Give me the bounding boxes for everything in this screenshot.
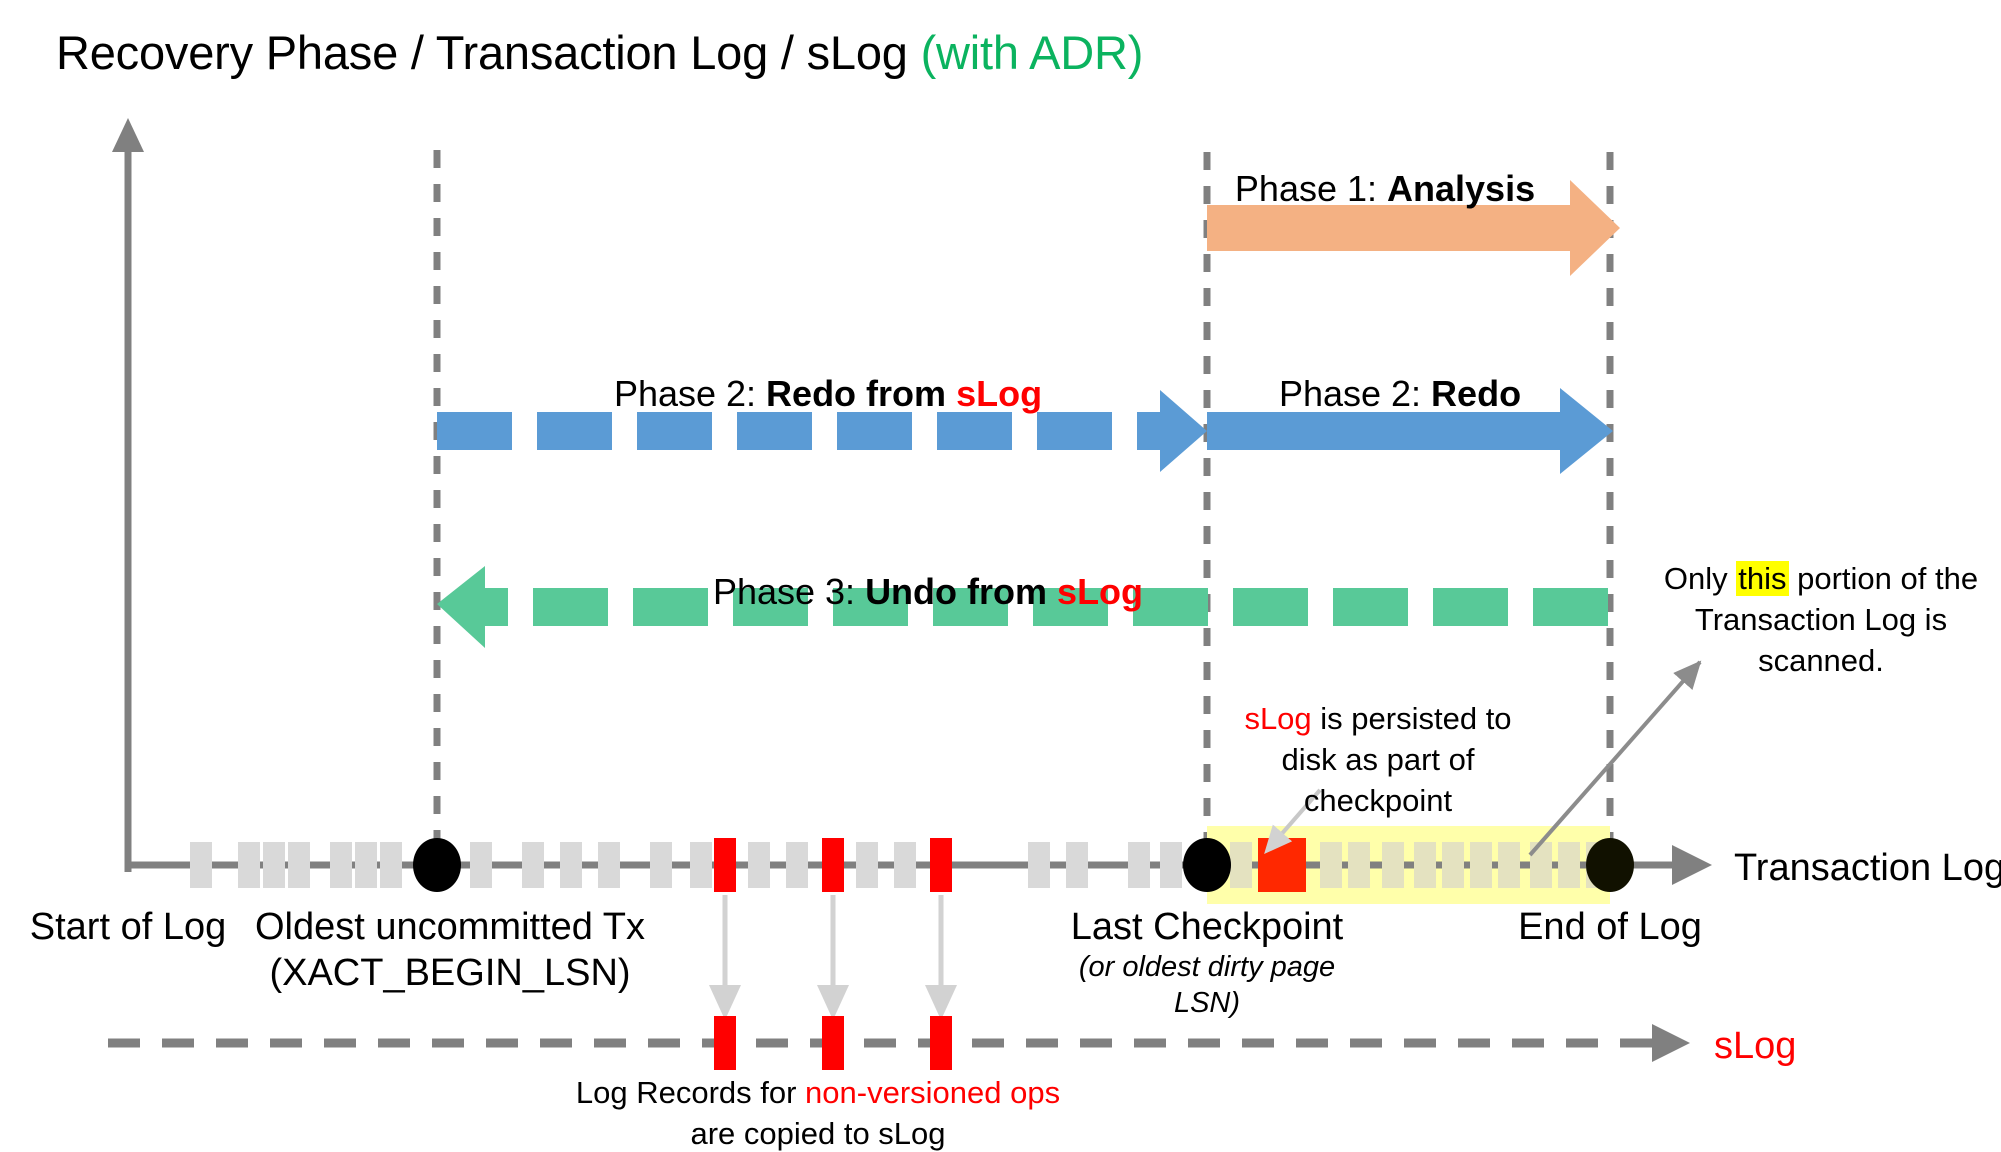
copy-to-slog-arrows (709, 895, 958, 1020)
phase-2-slog-name: Redo from (766, 373, 957, 414)
phase-2-redo-from-slog-label: Phase 2: Redo from sLog (614, 372, 1042, 416)
callout-leaders (1264, 660, 1702, 857)
oldest-tx-sublabel: (XACT_BEGIN_LSN) (269, 952, 631, 995)
marker-label-last-checkpoint: Last Checkpoint(or oldest dirty page LSN… (1071, 904, 1344, 1023)
copy-to-slog-caption: Log Records for non-versioned ops are cop… (576, 1072, 1060, 1152)
phase-2-redo-arrow (1207, 388, 1613, 474)
slog-record (930, 1016, 952, 1070)
phase-1-prefix: Phase 1: (1234, 168, 1388, 209)
checkpoint-label: Last Checkpoint (1070, 906, 1344, 948)
scan-note-highlight: this (1736, 561, 1789, 596)
guide-lines (433, 150, 1614, 862)
phase-3-undo-from-slog-label: Phase 3: Undo from sLog (713, 570, 1143, 614)
phase-1-label: Phase 1: Analysis (1235, 167, 1535, 211)
phase-2-slog-prefix: Phase 2: (613, 373, 767, 414)
phase-2-redo-label: Phase 2: Redo (1279, 372, 1521, 416)
phase-2-prefix: Phase 2: (1278, 373, 1432, 414)
phase-1-name: Analysis (1387, 168, 1536, 209)
y-axis (112, 118, 144, 872)
phase-3-name: Undo from (865, 571, 1058, 612)
copy-caption-accent: non-versioned ops (805, 1075, 1061, 1110)
nonversioned-log-record (930, 838, 952, 892)
slog-axis (108, 1024, 1690, 1062)
slog-checkpoint-note: sLog is persisted to disk as part of check… (1244, 698, 1511, 822)
phase-2-name: Redo (1431, 373, 1522, 414)
phase-1-analysis-arrow (1207, 180, 1620, 276)
slog-record (714, 1016, 736, 1070)
copy-caption-line2: are copied to sLog (690, 1116, 946, 1152)
page-title: Recovery Phase / Transaction Log / sLog … (56, 24, 1143, 81)
marker-label-end-of-log: End of Log (1518, 906, 1702, 948)
slog-note-line3: checkpoint (1303, 783, 1453, 819)
transaction-log-records (190, 838, 1608, 892)
phase-3-accent: sLog (1057, 571, 1144, 612)
page-title-main: Recovery Phase / Transaction Log / sLog (56, 26, 921, 79)
scan-note-line2: Transaction Log is scanned. (1694, 602, 1948, 679)
copy-caption-pre: Log Records for (575, 1075, 806, 1110)
phase-3-undo-from-slog-arrow (437, 566, 1608, 648)
transaction-log-axis-label: Transaction Log (1734, 847, 2001, 889)
slog-note-accent: sLog (1244, 701, 1312, 736)
dot-last-checkpoint (1183, 838, 1231, 892)
timeline-marker-dots (413, 838, 1634, 892)
slog-note-rest: is persisted to (1311, 701, 1512, 736)
slog-records (714, 1016, 952, 1070)
phase-3-prefix: Phase 3: (712, 571, 866, 612)
slog-axis-label: sLog (1714, 1025, 1797, 1067)
nonversioned-log-record (714, 838, 736, 892)
oldest-tx-label: Oldest uncommitted Tx (254, 906, 646, 948)
page-title-suffix: (with ADR) (920, 26, 1144, 79)
nonversioned-log-record (822, 838, 844, 892)
slog-checkpoint-record (1258, 838, 1306, 892)
slog-record (822, 1016, 844, 1070)
dot-end-of-log (1586, 838, 1634, 892)
slog-note-line2: disk as part of (1281, 742, 1475, 778)
scan-note-post: portion of the (1788, 561, 1979, 596)
checkpoint-sublabel: (or oldest dirty page LSN) (1078, 951, 1336, 1019)
phase-2-slog-accent: sLog (956, 373, 1043, 414)
scan-note-pre: Only (1663, 561, 1737, 596)
dot-oldest-uncommitted-tx (413, 838, 461, 892)
phase-2-redo-from-slog-arrow (437, 390, 1207, 472)
marker-label-oldest-uncommitted-tx: Oldest uncommitted Tx(XACT_BEGIN_LSN) (255, 904, 645, 997)
marker-label-start-of-log: Start of Log (29, 906, 227, 948)
